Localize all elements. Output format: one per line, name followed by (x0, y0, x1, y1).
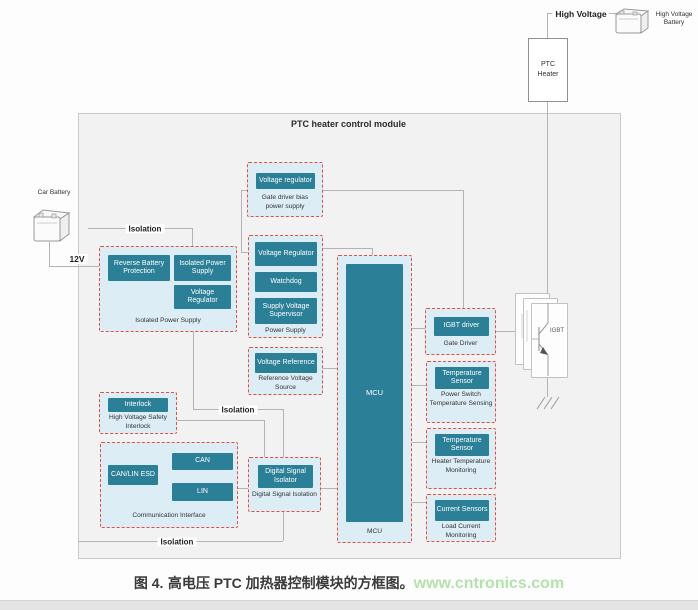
hv-battery-icon (614, 8, 650, 34)
ptc-heater-label: PTC Heater (537, 61, 559, 78)
caption-isolated-power-supply: Isolated Power Supply (135, 317, 201, 324)
iso-ps-down-line (193, 332, 194, 409)
caption-gate-driver: Gate Driver (443, 340, 478, 347)
block-igbt-driver: IGBT driver (434, 317, 489, 336)
powersupply-mcu-drop (372, 248, 373, 255)
group-gate-driver: IGBT driver Gate Driver (425, 308, 496, 355)
module-title: PTC heater control module (290, 119, 406, 129)
igbt-back-symbol-icon (521, 310, 528, 342)
caption-digital-signal: Digital Signal Isolation (252, 491, 317, 498)
igbt-rect-front (531, 303, 568, 378)
mcu-current-line (412, 502, 426, 503)
block-lin: LIN (172, 483, 233, 501)
group-mcu: MCU MCU (337, 255, 412, 543)
group-digital-signal: Digital Signal Isolator Digital Signal I… (248, 457, 321, 512)
caption-reference-voltage: Reference Voltage Source (258, 375, 313, 391)
isolation-mid-drop (283, 409, 284, 457)
gatebias-driver-drop (463, 190, 464, 308)
block-supply-voltage-supervisor: Supply Voltage Supervisor (255, 298, 317, 324)
block-reverse-battery-protection: Reverse Battery Protection (108, 255, 170, 281)
dsi-down-line (283, 512, 284, 541)
isolation-label-bottom: Isolation (157, 537, 197, 547)
ptc-heater-box: PTC Heater (528, 38, 568, 102)
refvolt-mcu-line (323, 368, 337, 369)
igbt-ground-line (547, 376, 548, 397)
battery-12v-line (49, 266, 107, 267)
supply-12v-label: 12V (66, 254, 88, 264)
comm-dsi-line (238, 488, 248, 489)
group-isolated-power-supply: Reverse Battery Protection Isolated Powe… (99, 246, 237, 332)
ground-icon (536, 396, 560, 410)
car-battery-label: Car Battery (37, 189, 71, 196)
caption-power-supply: Power Supply (265, 327, 306, 334)
caption-heater-temp: Heater Temperature Monitoring (431, 458, 491, 474)
block-isolated-power-supply: Isolated Power Supply (174, 255, 231, 281)
caption-load-current: Load Current Monitoring (441, 523, 481, 539)
figure-caption: 图 4. 高电压 PTC 加热器控制模块的方框图。www.cntronics.c… (0, 573, 698, 593)
group-gate-driver-bias: Voltage regulator Gate driver bias power… (247, 162, 323, 217)
powersupply-left-stub (241, 252, 248, 253)
igbt-symbol-icon (531, 303, 549, 376)
caption-communication: Communication Interface (132, 512, 206, 519)
block-can: CAN (172, 453, 233, 470)
block-voltage-regulator-iso: Voltage Regulator (174, 285, 231, 309)
block-can-lin-esd: CAN/LIN ESD (108, 465, 158, 485)
hv-line-vertical (547, 13, 548, 38)
car-battery-icon (32, 209, 71, 243)
mcu-gatedriver-line (412, 328, 425, 329)
caption-interlock: High Voltage Safety Interlock (109, 414, 167, 430)
group-reference-voltage: Voltage Reference Reference Voltage Sour… (248, 347, 323, 395)
group-communication: CAN/LIN ESD CAN LIN Communication Interf… (100, 442, 238, 528)
group-interlock: Interlock High Voltage Safety Interlock (99, 392, 177, 434)
block-voltage-regulator-bias: Voltage regulator (256, 173, 315, 189)
page-bottom-divider (0, 600, 698, 610)
block-mcu: MCU (346, 264, 403, 522)
mcu-temp2-line (412, 442, 426, 443)
battery-drop-line (49, 242, 50, 266)
interlock-drop (264, 420, 265, 457)
block-interlock: Interlock (108, 398, 168, 412)
watermark-link[interactable]: www.cntronics.com (413, 575, 565, 592)
block-voltage-regulator-ps: Voltage Regulator (255, 242, 317, 266)
isolation-label-mid: Isolation (218, 405, 258, 415)
high-voltage-label: High Voltage (552, 9, 610, 19)
ptc-to-igbt-line (547, 100, 548, 303)
block-digital-signal-isolator: Digital Signal Isolator (258, 465, 313, 488)
interlock-line (177, 420, 264, 421)
caption-mcu: MCU (366, 528, 383, 535)
isolation-label-top: Isolation (125, 224, 165, 234)
mcu-temp1-line (412, 385, 426, 386)
block-current-sensors: Current Sensors (435, 500, 489, 521)
group-heater-temp: Temperature Sensor Heater Temperature Mo… (426, 428, 496, 489)
powersupply-mcu-line (323, 248, 372, 249)
caption-gate-driver-bias: Gate driver bias power supply (261, 194, 309, 210)
group-power-supply: Voltage Regulator Watchdog Supply Voltag… (248, 235, 323, 338)
figure-caption-text: 高电压 PTC 加热器控制模块的方框图。 (167, 575, 414, 591)
gatebias-left-stub (241, 190, 247, 191)
block-temp-sensor-2: Temperature Sensor (435, 434, 489, 456)
hv-battery-label: High Voltage Battery (655, 11, 693, 27)
group-load-current: Current Sensors Load Current Monitoring (426, 494, 496, 542)
driver-igbt-line (496, 331, 531, 332)
block-watchdog: Watchdog (255, 272, 317, 292)
block-voltage-reference: Voltage Reference (255, 353, 317, 373)
block-temp-sensor-1: Temperature Sensor (435, 367, 489, 389)
dsi-mcu-line (321, 488, 337, 489)
igbt-label: IGBT (550, 328, 565, 334)
isolation-line-top-drop (192, 228, 193, 246)
figure-number: 图 4. (133, 575, 164, 591)
gatebias-to-driver-line (323, 190, 463, 191)
group-power-switch-temp: Temperature Sensor Power Switch Temperat… (426, 361, 496, 423)
caption-power-switch-temp: Power Switch Temperature Sensing (429, 391, 493, 407)
gatebias-powersupply-link (241, 190, 242, 252)
